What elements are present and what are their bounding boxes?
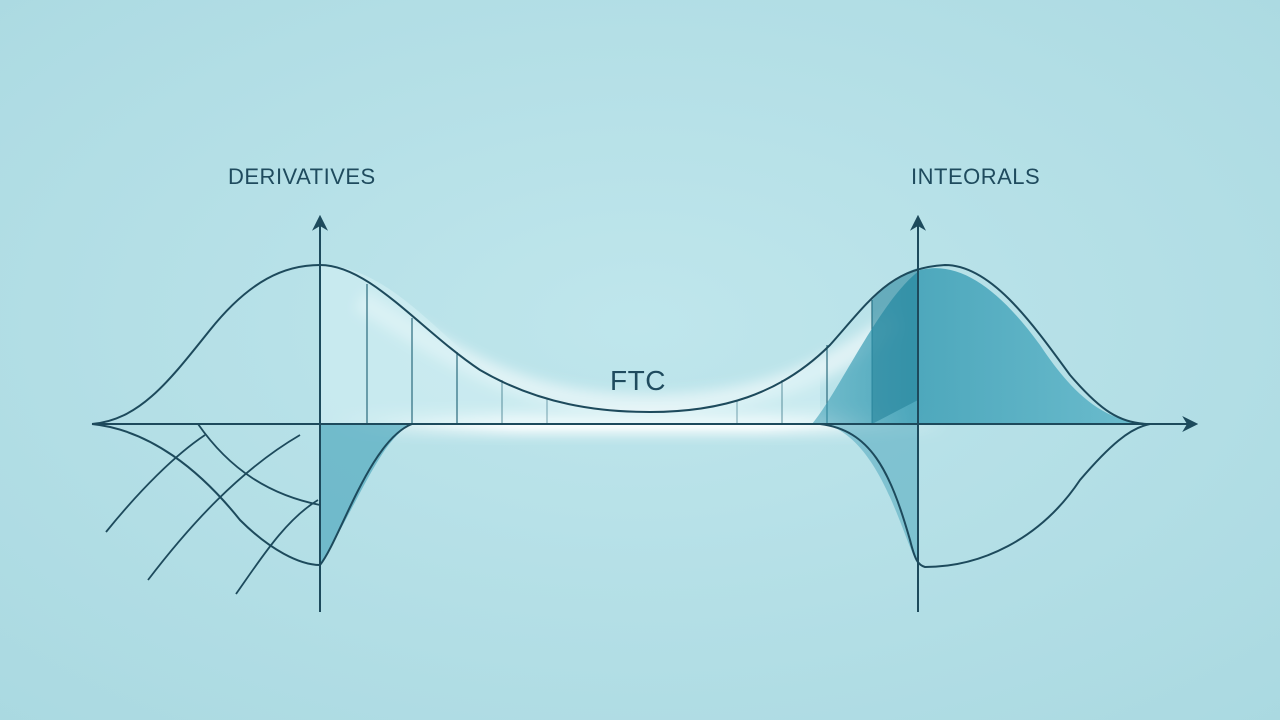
- integral-dark-wedge: [872, 268, 918, 424]
- integrals-label: INTEORALS: [911, 164, 1041, 189]
- derivatives-label: DERIVATIVES: [228, 164, 376, 189]
- right-lower-curve: [819, 423, 1151, 569]
- ftc-label: FTC: [610, 365, 666, 396]
- derivative-curve-family: [105, 423, 321, 595]
- left-lower-curve: [91, 423, 413, 567]
- integral-lower-shaded-region: [825, 424, 918, 565]
- area-under-curve: [320, 265, 820, 424]
- main-curve: [91, 263, 1151, 425]
- derivative-shaded-region: [320, 424, 412, 565]
